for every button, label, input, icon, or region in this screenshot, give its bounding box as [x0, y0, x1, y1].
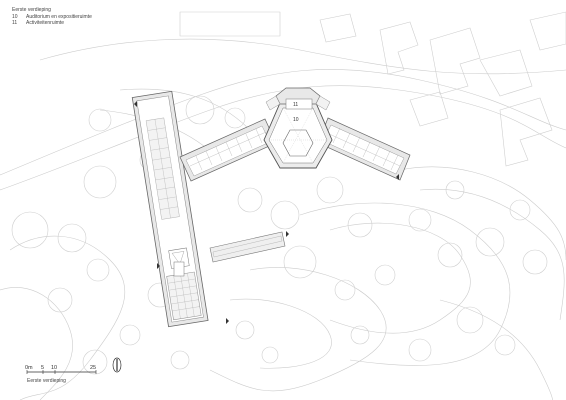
main-wing	[131, 90, 209, 328]
north-arrow-icon	[112, 357, 122, 373]
scale-label-10: 10	[51, 365, 57, 371]
bridge-corridor	[173, 231, 286, 277]
legend-item-10: 10 Auditorium en expositieruimte	[12, 14, 92, 21]
entrance-markers	[134, 101, 399, 324]
scale-bar: 0m 5 10 25	[25, 365, 97, 374]
activity-room	[265, 87, 331, 111]
site-context	[0, 38, 566, 400]
scale-label-0: 0m	[25, 365, 33, 371]
legend-item-11: 11 Activiteitenruimte	[12, 20, 92, 27]
legend-item-label: Auditorium en expositieruimte	[26, 13, 92, 20]
room-label-activity: 11	[293, 102, 298, 108]
legend-item-number: 11	[12, 20, 18, 27]
neighbouring-buildings	[179, 11, 566, 167]
legend-title: Eerste verdieping	[12, 7, 51, 13]
trees	[11, 95, 548, 375]
room-label-auditorium: 10	[293, 117, 299, 123]
legend: Eerste verdieping 10 Auditorium en expos…	[12, 7, 92, 27]
right-wing	[317, 117, 411, 181]
scale-label-25: 25	[90, 365, 96, 371]
scale-label-5: 5	[41, 365, 44, 371]
left-wing	[179, 118, 277, 182]
legend-item-label: Activiteitenruimte	[26, 20, 65, 27]
drawing-caption: Eerste verdieping	[27, 378, 66, 384]
legend-item-number: 10	[12, 13, 18, 20]
auditorium-hexagon	[263, 102, 333, 169]
